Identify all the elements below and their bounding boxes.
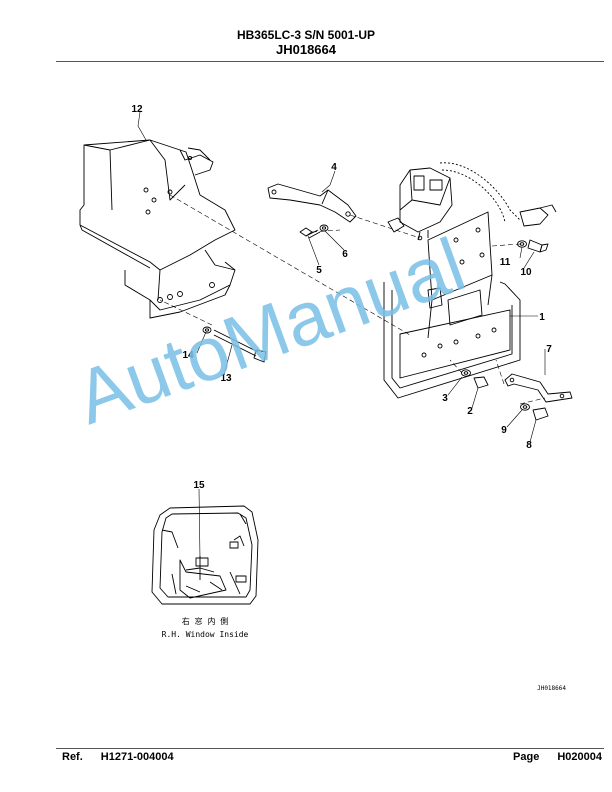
page-value: H020004 <box>557 751 602 763</box>
ref-label: Ref. <box>62 751 83 763</box>
part-washer-9 <box>520 403 530 411</box>
footer-rule <box>56 748 604 749</box>
part-bolt-5 <box>299 227 321 239</box>
callout-11: 11 <box>500 257 511 268</box>
callout-2: 2 <box>467 406 473 417</box>
footer-ref: Ref. H1271-004004 <box>62 751 174 763</box>
part-washer-3 <box>461 369 471 377</box>
callout-9: 9 <box>501 425 507 436</box>
callout-7: 7 <box>546 344 552 355</box>
callout-5: 5 <box>316 265 322 276</box>
model-title: HB365LC-3 S/N 5001-UP <box>236 28 376 42</box>
part-washer-6 <box>319 224 329 232</box>
callout-10: 10 <box>520 267 532 278</box>
callout-1: 1 <box>539 312 545 323</box>
part-stay-7 <box>504 373 573 403</box>
callout-leaders <box>137 111 546 559</box>
page-header: HB365LC-3 S/N 5001-UP JH018664 <box>0 28 612 58</box>
part-bolt-10 <box>527 239 549 253</box>
inset-rh-window-inside <box>151 505 259 605</box>
header-rule <box>56 61 604 62</box>
ref-value: H1271-004004 <box>100 751 174 763</box>
footer-page: Page H020004 <box>513 751 602 763</box>
callout-14: 14 <box>182 350 194 361</box>
part-stay-4 <box>267 183 357 223</box>
page-label: Page <box>513 751 540 763</box>
inset-caption-en: R.H. Window Inside <box>162 630 249 639</box>
callout-15: 15 <box>193 480 205 491</box>
part-box-1 <box>383 211 521 399</box>
part-bolt-13 <box>213 329 267 363</box>
callout-6: 6 <box>342 249 348 260</box>
drawing-code: JH018664 <box>537 685 566 692</box>
callout-4: 4 <box>331 162 337 173</box>
inset-caption-jp: 右 窓 内 側 <box>182 616 228 626</box>
part-bolt-2 <box>473 376 489 389</box>
assembly-guide-lines <box>159 194 546 405</box>
callout-12: 12 <box>131 104 143 115</box>
callout-13: 13 <box>220 373 232 384</box>
valve-assembly <box>387 162 557 241</box>
callout-3: 3 <box>442 393 448 404</box>
part-bracket-12 <box>79 139 236 319</box>
part-washer-14 <box>202 326 212 334</box>
callout-8: 8 <box>526 440 532 451</box>
part-bolt-8 <box>532 407 549 421</box>
drawing-id-title: JH018664 <box>276 42 336 57</box>
